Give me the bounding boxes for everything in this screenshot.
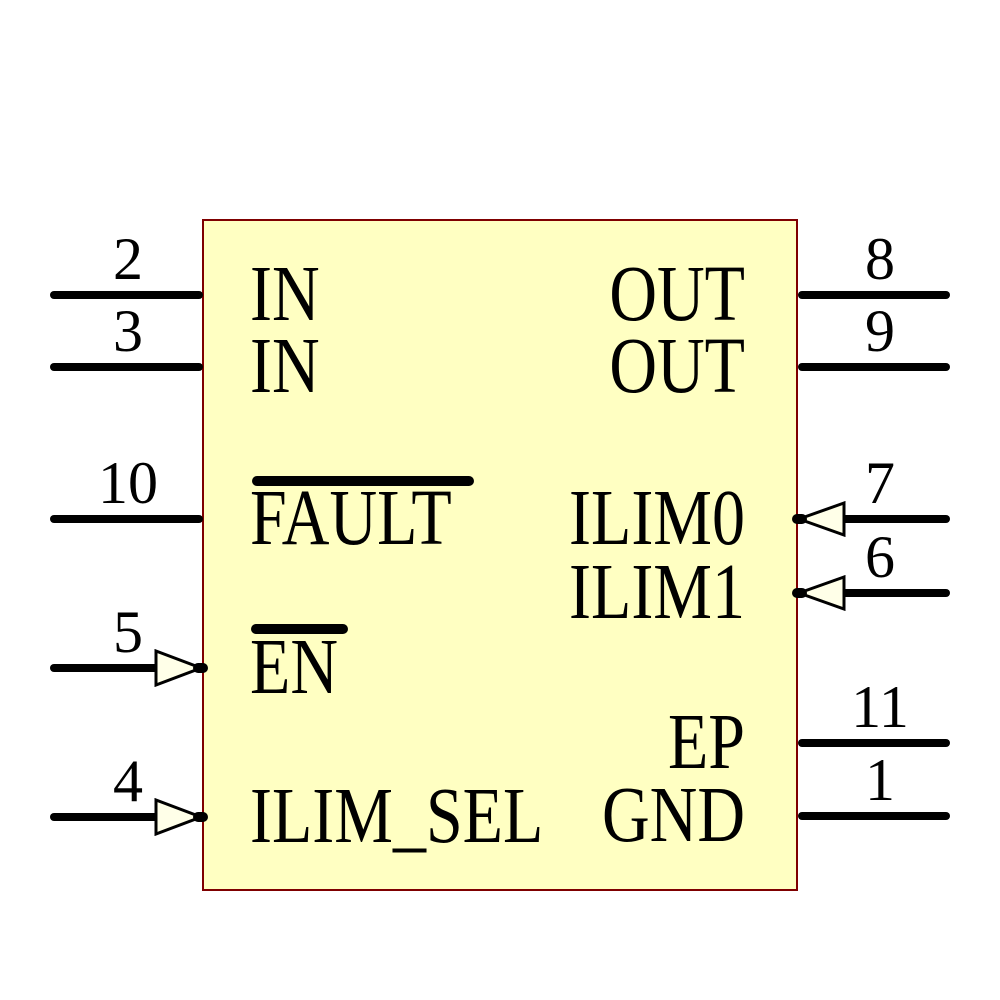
pin-4-number: 4 xyxy=(113,748,143,814)
pin-5-input-arrow-icon xyxy=(154,649,204,687)
pin-4-label: ILIM_SEL xyxy=(250,772,544,861)
pin-10-overline xyxy=(252,476,474,486)
pin-8-number: 8 xyxy=(865,226,895,292)
pin-7-input-arrow-icon xyxy=(796,501,846,537)
pin-9-label: OUT xyxy=(609,322,745,411)
pin-10-number: 10 xyxy=(98,450,158,516)
pin-5-label: EN xyxy=(250,623,338,712)
pin-5-number: 5 xyxy=(113,599,143,665)
pin-5-tip-dot xyxy=(193,663,208,673)
pin-1-number: 1 xyxy=(865,747,895,813)
pin-9-wire xyxy=(798,363,950,371)
pin-4-tip-dot xyxy=(193,812,208,822)
pin-3-number: 3 xyxy=(113,298,143,364)
pin-3-label: IN xyxy=(250,322,320,411)
pin-6-label: ILIM1 xyxy=(569,548,745,637)
pin-2-number: 2 xyxy=(113,226,143,292)
pin-7-label: ILIM0 xyxy=(569,474,745,563)
pin-6-number: 6 xyxy=(865,524,895,590)
pin-7-tip-dot xyxy=(792,514,807,524)
pin-8-wire xyxy=(798,291,950,299)
pin-10-label: FAULT xyxy=(250,474,452,563)
ic-symbol-body xyxy=(202,219,798,891)
pin-6-wire xyxy=(841,589,950,597)
pin-11-wire xyxy=(798,739,950,747)
pin-11-number: 11 xyxy=(851,674,909,740)
pin-11-label: EP xyxy=(667,698,745,787)
pin-1-label: GND xyxy=(602,771,745,860)
pin-5-wire xyxy=(50,664,160,672)
pin-4-input-arrow-icon xyxy=(154,798,204,836)
pin-9-number: 9 xyxy=(865,298,895,364)
pin-7-wire xyxy=(841,515,950,523)
pin-6-tip-dot xyxy=(792,588,807,598)
pin-4-wire xyxy=(50,813,160,821)
pin-3-wire xyxy=(50,363,203,371)
pin-2-label: IN xyxy=(250,250,320,339)
pin-5-overline xyxy=(251,624,348,634)
pin-8-label: OUT xyxy=(609,250,745,339)
pin-6-input-arrow-icon xyxy=(796,575,846,611)
pin-1-wire xyxy=(798,812,950,820)
pin-7-number: 7 xyxy=(865,450,895,516)
pin-10-wire xyxy=(50,515,203,523)
pin-2-wire xyxy=(50,291,203,299)
